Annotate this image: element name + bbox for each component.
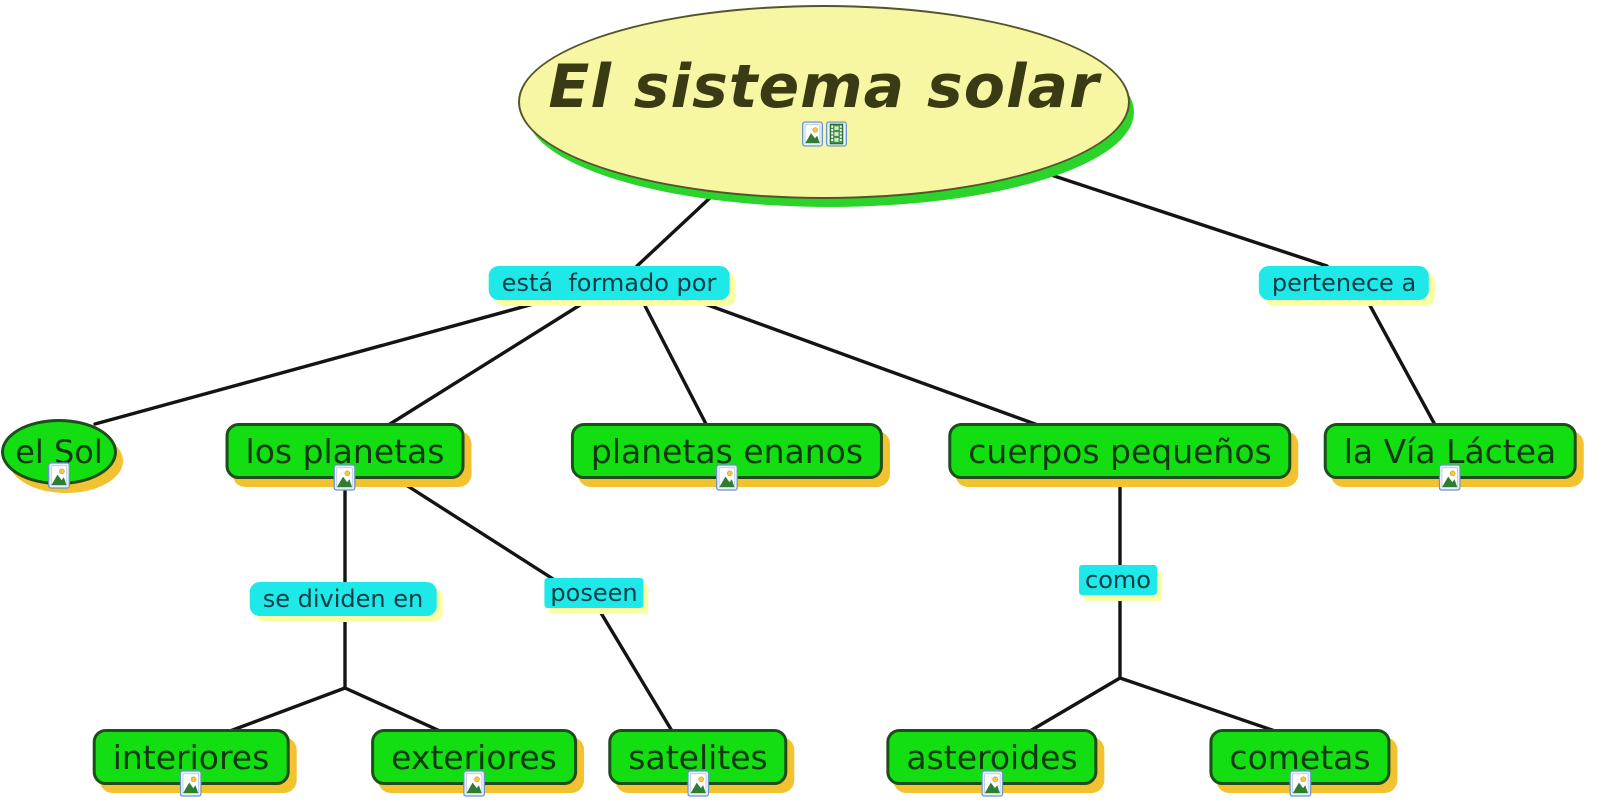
- concept-label: satelites: [628, 737, 768, 777]
- edge-esta-formado-por-to-los-planetas: [388, 298, 590, 426]
- edge-esta-formado-por-to-planetas-enanos: [640, 298, 708, 426]
- concept-label: planetas enanos: [590, 431, 864, 471]
- concept-planetas-enanos[interactable]: planetas enanos: [570, 423, 884, 479]
- edge-poseen-to-satelites: [593, 601, 674, 733]
- concept-label: asteroides: [906, 737, 1078, 777]
- edge-como-to-asteroides: [1028, 676, 1122, 733]
- edge-esta-formado-por-to-el-sol: [93, 298, 550, 426]
- linking-phrase-label: se dividen en: [262, 585, 424, 613]
- image-attachment-icon[interactable]: [180, 770, 202, 797]
- root-node-label: El sistema solar: [548, 52, 1100, 122]
- concept-label: exteriores: [391, 737, 557, 777]
- image-attachment-icon[interactable]: [981, 770, 1003, 797]
- linking-phrase-pertenece-a[interactable]: pertenece a: [1258, 266, 1430, 300]
- linking-phrase-poseen[interactable]: poseen: [544, 578, 644, 608]
- concept-label: los planetas: [245, 431, 445, 471]
- linking-phrase-como[interactable]: como: [1079, 565, 1157, 595]
- image-attachment-icon[interactable]: [334, 464, 356, 491]
- edge-los-planetas-to-poseen: [401, 481, 577, 595]
- edge-root-to-pertenece-a: [1034, 168, 1329, 268]
- concept-asteroides[interactable]: asteroides: [886, 729, 1098, 785]
- concept-exteriores[interactable]: exteriores: [371, 729, 577, 785]
- concept-label: interiores: [112, 737, 270, 777]
- concept-label: la Vía Láctea: [1343, 431, 1557, 471]
- concept-cuerpos-pequenos[interactable]: cuerpos pequeños: [948, 423, 1292, 479]
- edge-esta-formado-por-to-cuerpos-pequenos: [692, 298, 1048, 430]
- linking-phrase-label: pertenece a: [1271, 269, 1417, 297]
- edge-root-to-esta-formado-por: [635, 194, 714, 268]
- concept-la-via-lactea[interactable]: la Vía Láctea: [1323, 423, 1577, 479]
- concept-satelites[interactable]: satelites: [608, 729, 788, 785]
- concept-el-sol[interactable]: el Sol: [1, 419, 117, 485]
- linking-phrase-label: está formado por: [501, 269, 717, 297]
- edge-se-dividen-en-to-interiores: [228, 686, 347, 733]
- image-attachment-icon[interactable]: [463, 770, 485, 797]
- linking-phrase-se-dividen-en[interactable]: se dividen en: [249, 582, 437, 616]
- video-attachment-icon[interactable]: [826, 121, 847, 147]
- image-attachment-icon[interactable]: [716, 464, 738, 491]
- image-attachment-icon[interactable]: [802, 121, 823, 147]
- concept-cometas[interactable]: cometas: [1209, 729, 1391, 785]
- concept-los-planetas[interactable]: los planetas: [225, 423, 465, 479]
- concept-interiores[interactable]: interiores: [92, 729, 290, 785]
- image-attachment-icon[interactable]: [1289, 770, 1311, 797]
- image-attachment-icon[interactable]: [1439, 464, 1461, 491]
- concept-label: cuerpos pequeños: [968, 431, 1272, 471]
- root-node-el-sistema-solar[interactable]: El sistema solar: [518, 5, 1130, 199]
- linking-phrase-label: como: [1085, 566, 1151, 594]
- image-attachment-icon[interactable]: [687, 770, 709, 797]
- linking-phrase-label: poseen: [550, 579, 638, 607]
- edge-como-to-cometas: [1118, 676, 1277, 733]
- image-attachment-icon[interactable]: [48, 462, 70, 489]
- edge-pertenece-a-to-la-via-lactea: [1365, 298, 1436, 425]
- linking-phrase-esta-formado-por[interactable]: está formado por: [488, 266, 730, 300]
- concept-label: cometas: [1229, 737, 1371, 777]
- root-attachments: [802, 121, 847, 147]
- edge-se-dividen-en-to-exteriores: [343, 686, 442, 733]
